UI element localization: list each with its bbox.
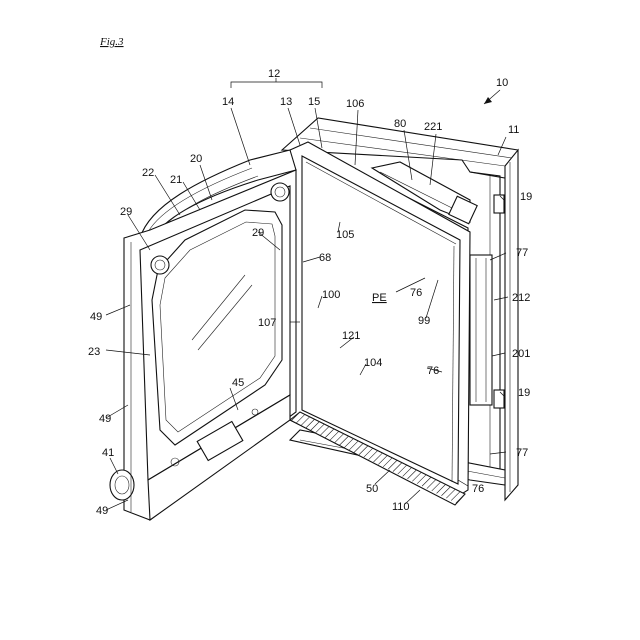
label-212: 212 bbox=[512, 292, 530, 304]
label-77-top: 77 bbox=[516, 247, 528, 259]
figure-title: Fig.3 bbox=[99, 36, 124, 48]
label-110: 110 bbox=[392, 501, 410, 513]
label-68: 68 bbox=[319, 252, 331, 264]
label-22: 22 bbox=[142, 167, 154, 179]
label-105: 105 bbox=[336, 229, 354, 241]
label-41: 41 bbox=[102, 447, 114, 459]
label-13: 13 bbox=[280, 96, 292, 108]
label-49-mid: 49 bbox=[99, 413, 111, 425]
label-76-top: 76 bbox=[410, 287, 422, 299]
label-50: 50 bbox=[366, 483, 378, 495]
left-door bbox=[110, 150, 296, 520]
label-14: 14 bbox=[222, 96, 234, 108]
label-29-center: 29 bbox=[252, 227, 264, 239]
label-76-mid: 76 bbox=[427, 365, 439, 377]
label-29-left: 29 bbox=[120, 206, 132, 218]
label-pe: PE bbox=[372, 292, 387, 304]
label-10: 10 bbox=[496, 77, 508, 89]
label-107: 107 bbox=[258, 317, 276, 329]
label-23: 23 bbox=[88, 346, 100, 358]
label-80: 80 bbox=[394, 118, 406, 130]
label-76-bottom: 76 bbox=[472, 483, 484, 495]
label-100: 100 bbox=[322, 289, 340, 301]
label-221: 221 bbox=[424, 121, 442, 133]
label-121: 121 bbox=[342, 330, 360, 342]
label-104: 104 bbox=[364, 357, 382, 369]
label-19-top: 19 bbox=[520, 191, 532, 203]
label-19-bottom: 19 bbox=[518, 387, 530, 399]
label-106: 106 bbox=[346, 98, 364, 110]
label-12: 12 bbox=[268, 68, 280, 80]
label-201: 201 bbox=[512, 348, 530, 360]
label-21: 21 bbox=[170, 174, 182, 186]
label-11: 11 bbox=[508, 124, 519, 136]
label-99: 99 bbox=[418, 315, 430, 327]
label-49-bottom: 49 bbox=[96, 505, 108, 517]
label-77-bottom: 77 bbox=[516, 447, 528, 459]
label-49-top: 49 bbox=[90, 311, 102, 323]
label-20: 20 bbox=[190, 153, 202, 165]
label-15: 15 bbox=[308, 96, 320, 108]
label-45: 45 bbox=[232, 377, 244, 389]
